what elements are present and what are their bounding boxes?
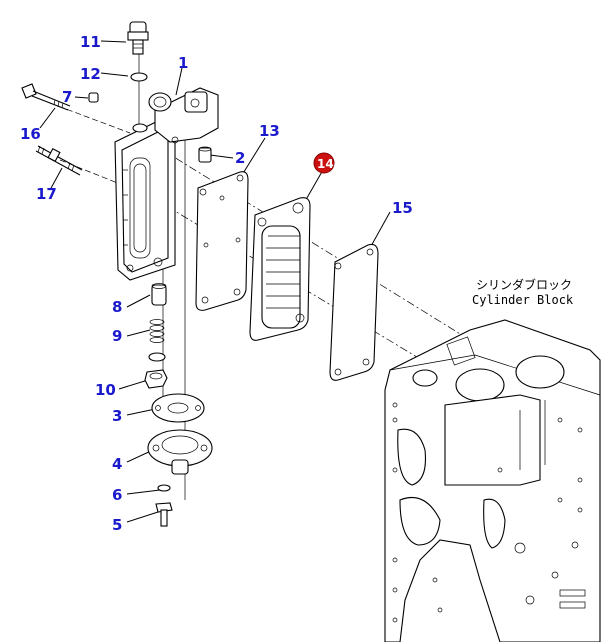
washer-part-6: [157, 484, 171, 492]
gasket-part-13: [195, 171, 249, 311]
callout-5: 5: [112, 516, 122, 534]
callout-6: 6: [112, 486, 122, 504]
callout-2: 2: [235, 149, 245, 167]
callout-17: 17: [36, 185, 57, 203]
callout-4: 4: [112, 455, 122, 473]
stud-part-17: [35, 145, 83, 176]
cover-part-4: [147, 429, 213, 475]
callout-14-highlight: [313, 152, 335, 174]
callout-1: 1: [178, 54, 188, 72]
callout-14: 14: [317, 157, 334, 171]
cylinder-block-label-en: Cylinder Block: [472, 293, 574, 307]
callout-16: 16: [20, 125, 41, 143]
valve-part-8: [151, 283, 167, 306]
callout-9: 9: [112, 327, 122, 345]
callout-11: 11: [80, 33, 101, 51]
gasket-part-3: [151, 393, 205, 423]
plug-part-2: [198, 146, 212, 163]
plug-part-10: [144, 369, 168, 389]
cylinder-block-label-jp: シリンダブロック: [476, 277, 572, 292]
callout-13: 13: [259, 122, 280, 140]
bolt-part-16: [21, 83, 71, 111]
bolt-part-5: [155, 502, 173, 527]
cylinder-block: [384, 319, 601, 642]
o-ring-part-12: [130, 72, 148, 82]
callout-3: 3: [112, 407, 122, 425]
cooler-housing-part-1: [114, 87, 219, 281]
callout-7: 7: [62, 88, 72, 106]
plug-part-11: [127, 21, 149, 55]
cooler-element-part-14: [249, 197, 311, 341]
callout-12: 12: [80, 65, 101, 83]
callout-15: 15: [392, 199, 413, 217]
plug-part-7: [88, 92, 99, 103]
callout-8: 8: [112, 298, 122, 316]
callout-10: 10: [95, 381, 116, 399]
spring-part-9: [148, 319, 166, 362]
gasket-part-15: [329, 243, 379, 381]
